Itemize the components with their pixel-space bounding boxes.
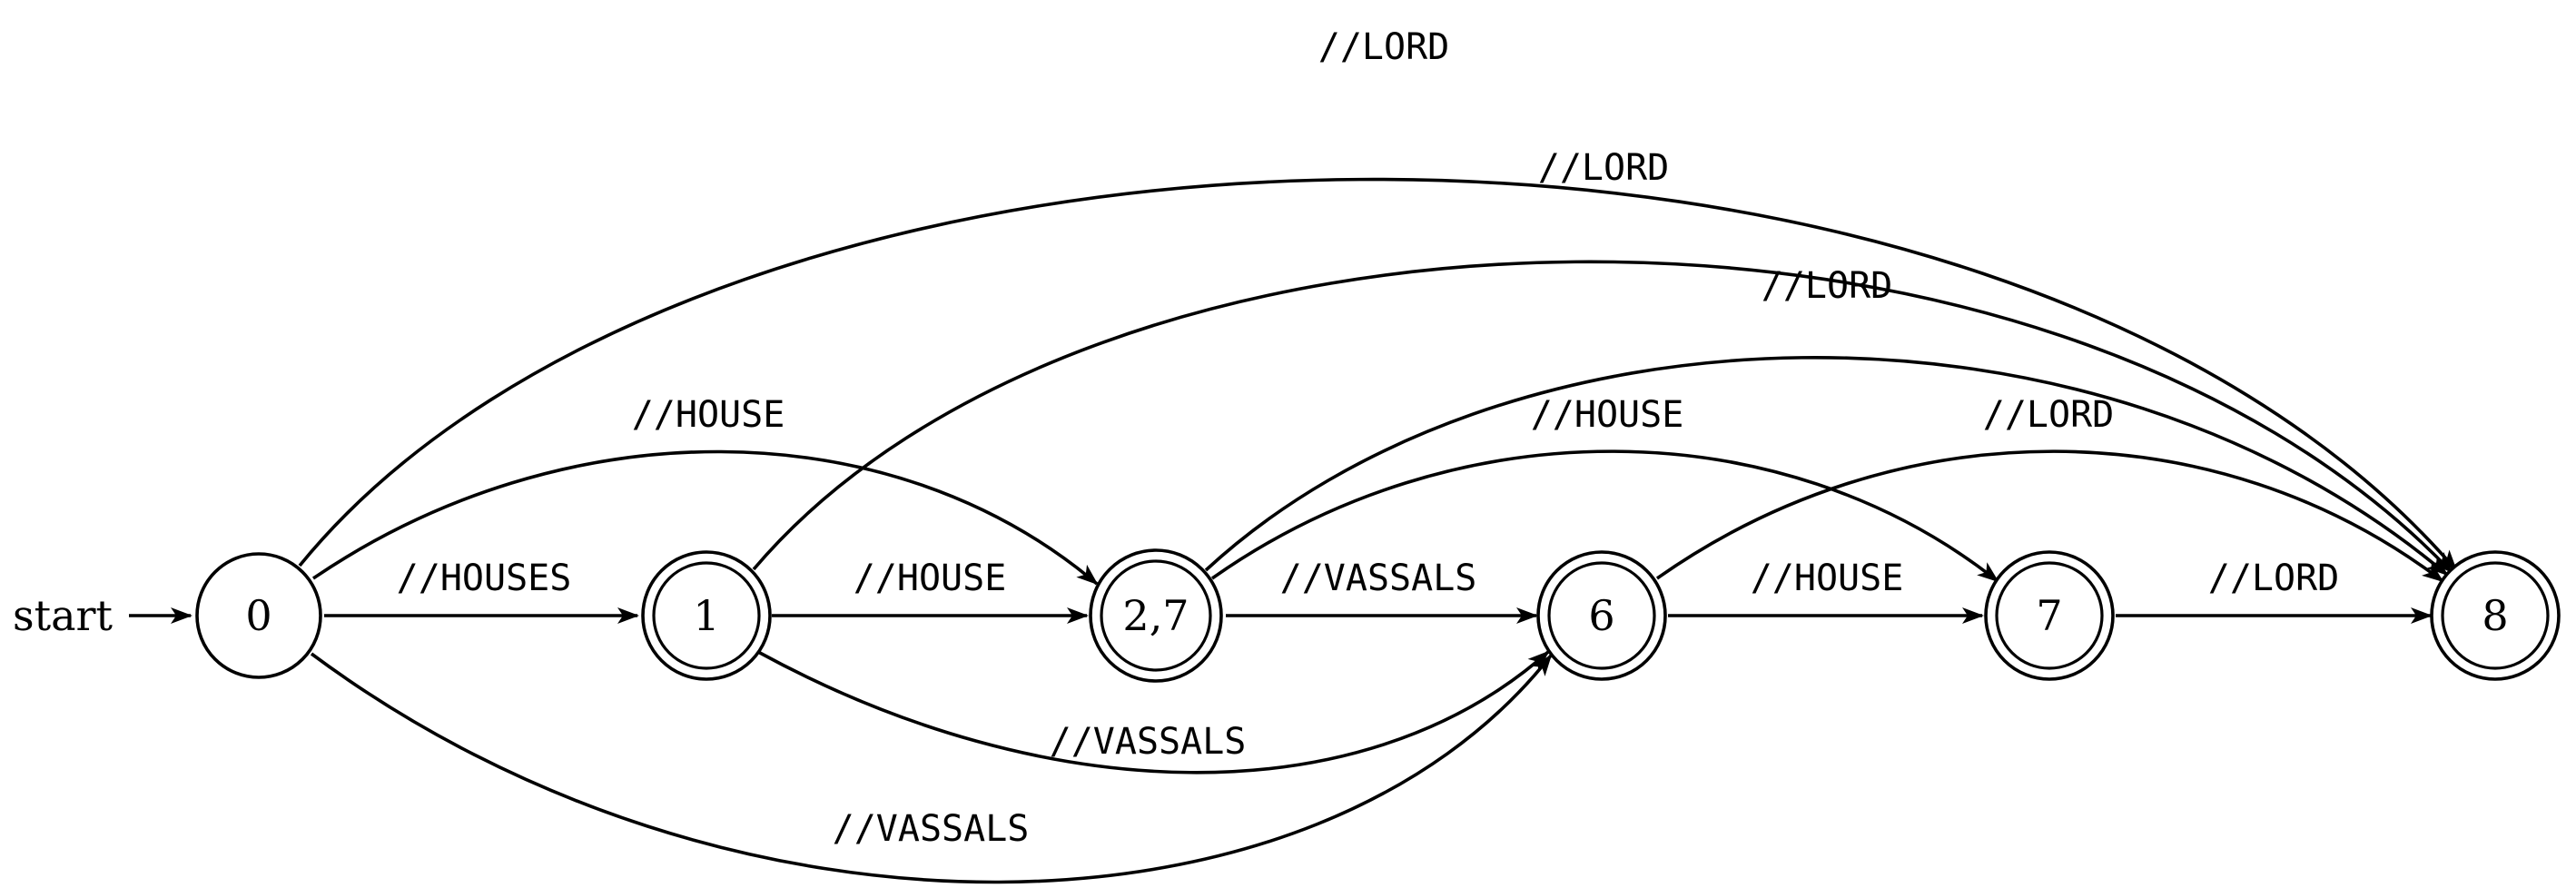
edges	[129, 177, 2458, 884]
edge-1-6-curve	[757, 650, 1550, 775]
edge-label-7-8: //LORD	[2208, 557, 2340, 599]
edge-label-27-8: //LORD	[1762, 265, 1893, 307]
edge-label-0-6: //VASSALS	[833, 808, 1030, 850]
start-label: start	[13, 591, 114, 640]
edge-6-8-curve	[1655, 449, 2444, 583]
edge-label-27-7: //HOUSE	[1531, 394, 1684, 436]
edge-label-6-8: //LORD	[1983, 394, 2115, 436]
edge-0-6-curve	[310, 652, 1553, 884]
state-2-7: 2,7	[1089, 548, 1223, 683]
state-8: 8	[2430, 550, 2561, 681]
edge-label-6-7: //HOUSE	[1751, 557, 1904, 599]
edge-0-27-curve	[311, 449, 1099, 586]
state-7: 7	[1984, 550, 2115, 681]
state-7-label: 7	[2036, 591, 2062, 640]
edge-label-1-27: //HOUSE	[854, 557, 1007, 599]
edge-27-8-curve	[1204, 355, 2449, 577]
edge-label-0-8: //LORD	[1318, 26, 1450, 68]
state-8-label: 8	[2482, 591, 2508, 640]
state-0-label: 0	[245, 591, 271, 640]
edge-label-0-1: //HOUSES	[397, 557, 572, 599]
state-6-label: 6	[1588, 591, 1614, 640]
state-1: 1	[641, 550, 772, 681]
state-0: 0	[195, 552, 322, 679]
edge-27-7-curve	[1210, 449, 1999, 583]
edge-label-0-27: //HOUSE	[632, 394, 785, 436]
state-2-7-label: 2,7	[1122, 591, 1189, 640]
edge-0-8-curve	[298, 177, 2458, 572]
state-1-label: 1	[693, 591, 719, 640]
edge-labels: //HOUSES //HOUSE //VASSALS //HOUSE //LOR…	[397, 26, 2340, 850]
edge-label-27-6: //VASSALS	[1280, 557, 1477, 599]
edge-label-1-6: //VASSALS	[1050, 721, 1247, 763]
state-6: 6	[1536, 550, 1667, 681]
edge-label-1-8: //LORD	[1538, 147, 1670, 189]
edge-1-8-curve	[752, 260, 2453, 574]
